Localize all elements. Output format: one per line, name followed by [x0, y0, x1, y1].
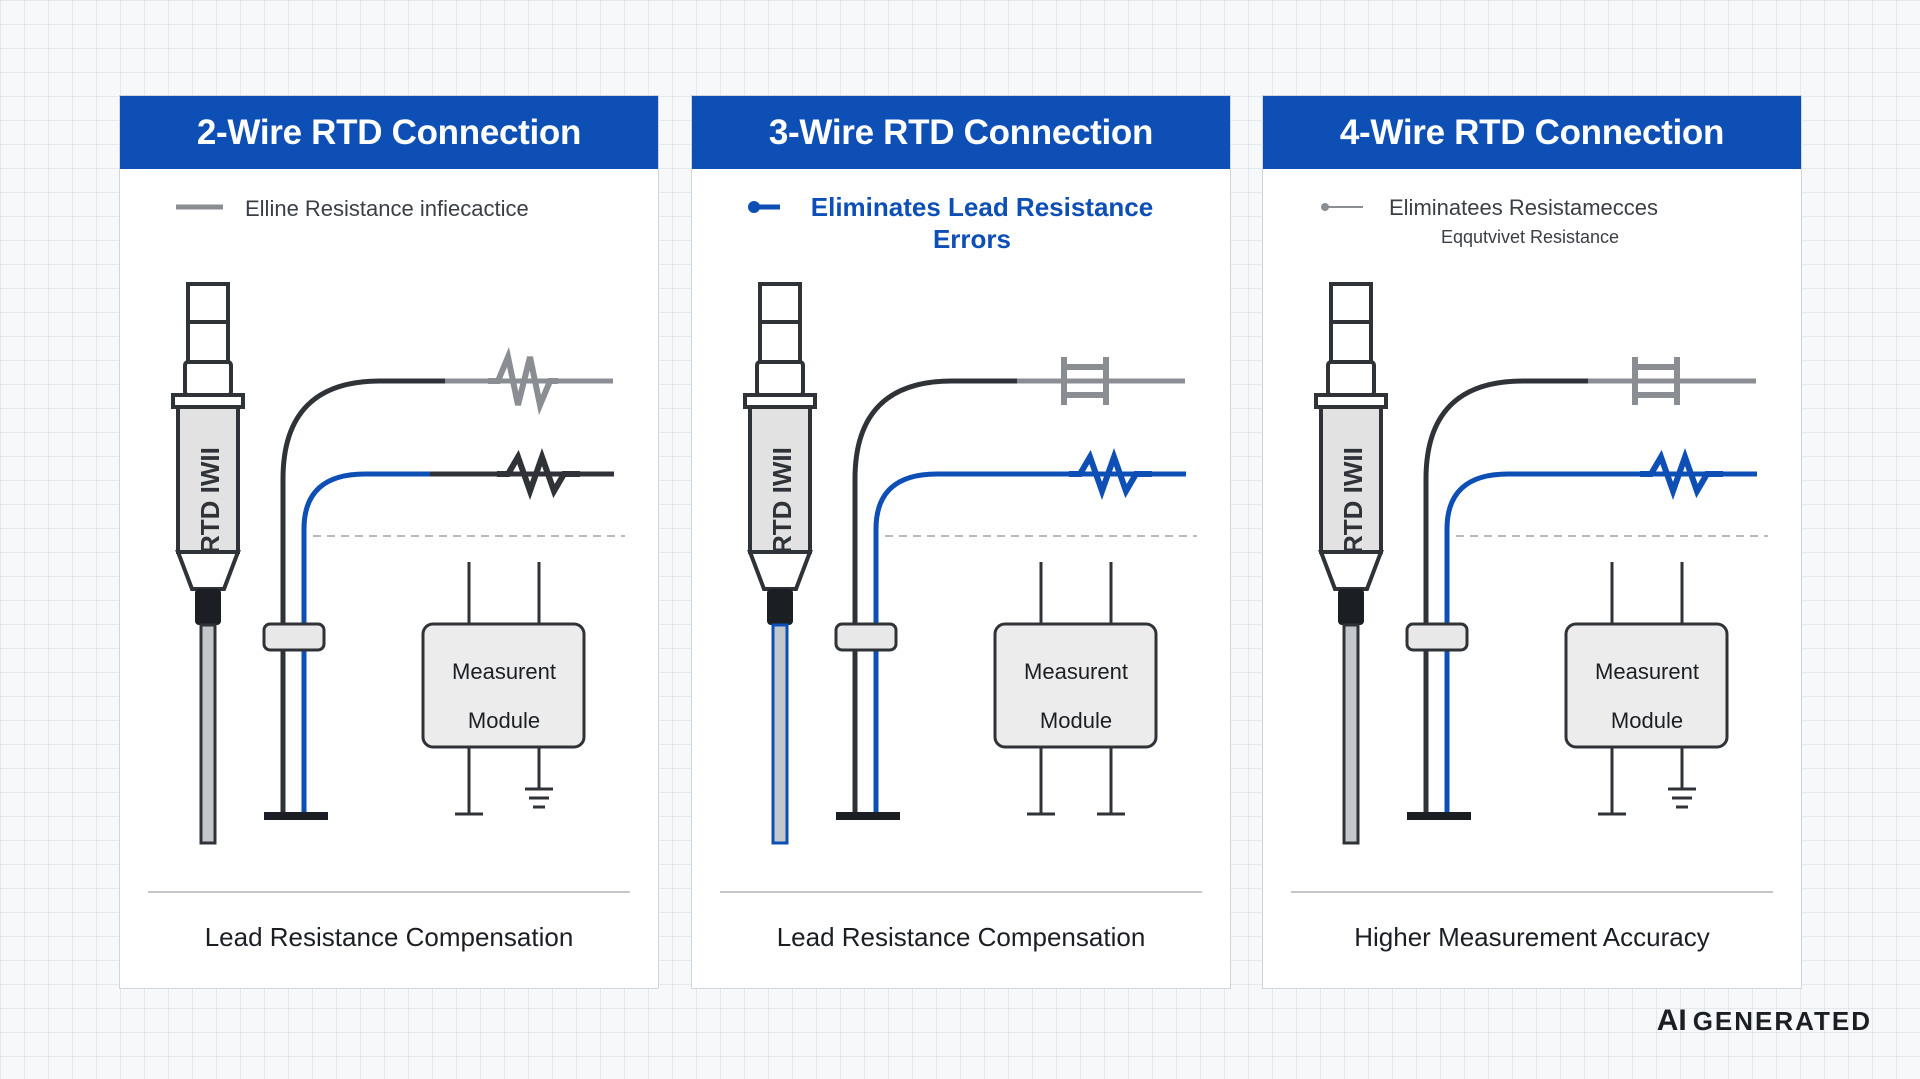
ground-symbol-icon	[455, 747, 553, 816]
ground-symbol-icon	[1027, 747, 1125, 816]
ground-bar	[264, 812, 328, 820]
ground-symbol-icon	[1598, 747, 1696, 816]
rtd-probe-label: RTD IWII	[1338, 447, 1368, 554]
panel-4-wire: 4-Wire RTD Connection Eliminatees Resist…	[1262, 95, 1802, 989]
rtd-probe-icon	[171, 282, 245, 845]
panel-footer: Higher Measurement Accuracy	[1354, 922, 1710, 952]
ground-bar	[1407, 812, 1471, 820]
blue-wire	[1444, 471, 1757, 818]
ai-badge-text: GENERATED	[1692, 1006, 1872, 1036]
rtd-probe-icon	[1314, 282, 1388, 845]
capacitor-resistor-icon	[1632, 357, 1680, 405]
module-label-line1: Measurent	[452, 659, 556, 684]
subtitle: Eliminatees Resistamecces	[1389, 195, 1658, 220]
subtitle: Elline Resistance infiecactice	[245, 196, 529, 221]
subtitle: Eliminates Lead Resistance	[811, 192, 1153, 222]
module-label-line1: Measurent	[1024, 659, 1128, 684]
legend-dot-icon	[748, 201, 760, 213]
wiring-diagram: Eliminates Lead Resistance Errors RTD IW…	[720, 192, 1202, 893]
panel-footer: Lead Resistance Compensation	[776, 922, 1146, 952]
cable-clamp-icon	[1405, 622, 1469, 652]
module-label-line2: Module	[468, 708, 540, 733]
measurement-module	[421, 622, 586, 749]
panel-3-wire: 3-Wire RTD Connection Eliminates Lead Re…	[691, 95, 1231, 989]
panel-2-wire: 2-Wire RTD Connection Elline Resistance …	[119, 95, 659, 989]
rtd-probe-label: RTD IWII	[767, 447, 797, 554]
cable-clamp-icon	[834, 622, 898, 652]
cable-clamp-icon	[262, 622, 326, 652]
resistor-icon	[488, 346, 558, 416]
module-label-line1: Measurent	[1595, 659, 1699, 684]
subtitle-line2: Eqqutvivet Resistance	[1441, 227, 1619, 247]
black-wire	[1423, 378, 1588, 818]
panel-title: 2-Wire RTD Connection	[120, 96, 658, 169]
wiring-diagram: Elline Resistance infiecactice RTD IWII …	[148, 196, 630, 893]
panel-footer: Lead Resistance Compensation	[204, 922, 574, 952]
legend-dot-icon	[1321, 203, 1329, 211]
ground-bar	[836, 812, 900, 820]
rtd-probe-label: RTD IWII	[195, 447, 225, 554]
module-label-line2: Module	[1040, 708, 1112, 733]
measurement-module	[993, 622, 1158, 749]
capacitor-resistor-icon	[1061, 357, 1109, 405]
module-label-line2: Module	[1611, 708, 1683, 733]
resistor-icon	[1640, 447, 1723, 501]
resistor-icon	[1069, 447, 1152, 501]
resistor-icon	[497, 447, 580, 501]
wiring-diagram: Eliminatees Resistamecces Eqqutvivet Res…	[1291, 195, 1773, 893]
black-wire	[280, 378, 445, 818]
measurement-module	[1564, 622, 1729, 749]
ai-badge-mark: AI	[1656, 1004, 1687, 1037]
panel-title: 4-Wire RTD Connection	[1263, 96, 1801, 169]
blue-wire	[873, 471, 1186, 818]
panel-title: 3-Wire RTD Connection	[692, 96, 1230, 169]
black-wire	[852, 378, 1017, 818]
blue-wire	[301, 471, 430, 818]
rtd-probe-icon	[743, 282, 817, 845]
subtitle-line2: Errors	[933, 224, 1011, 254]
